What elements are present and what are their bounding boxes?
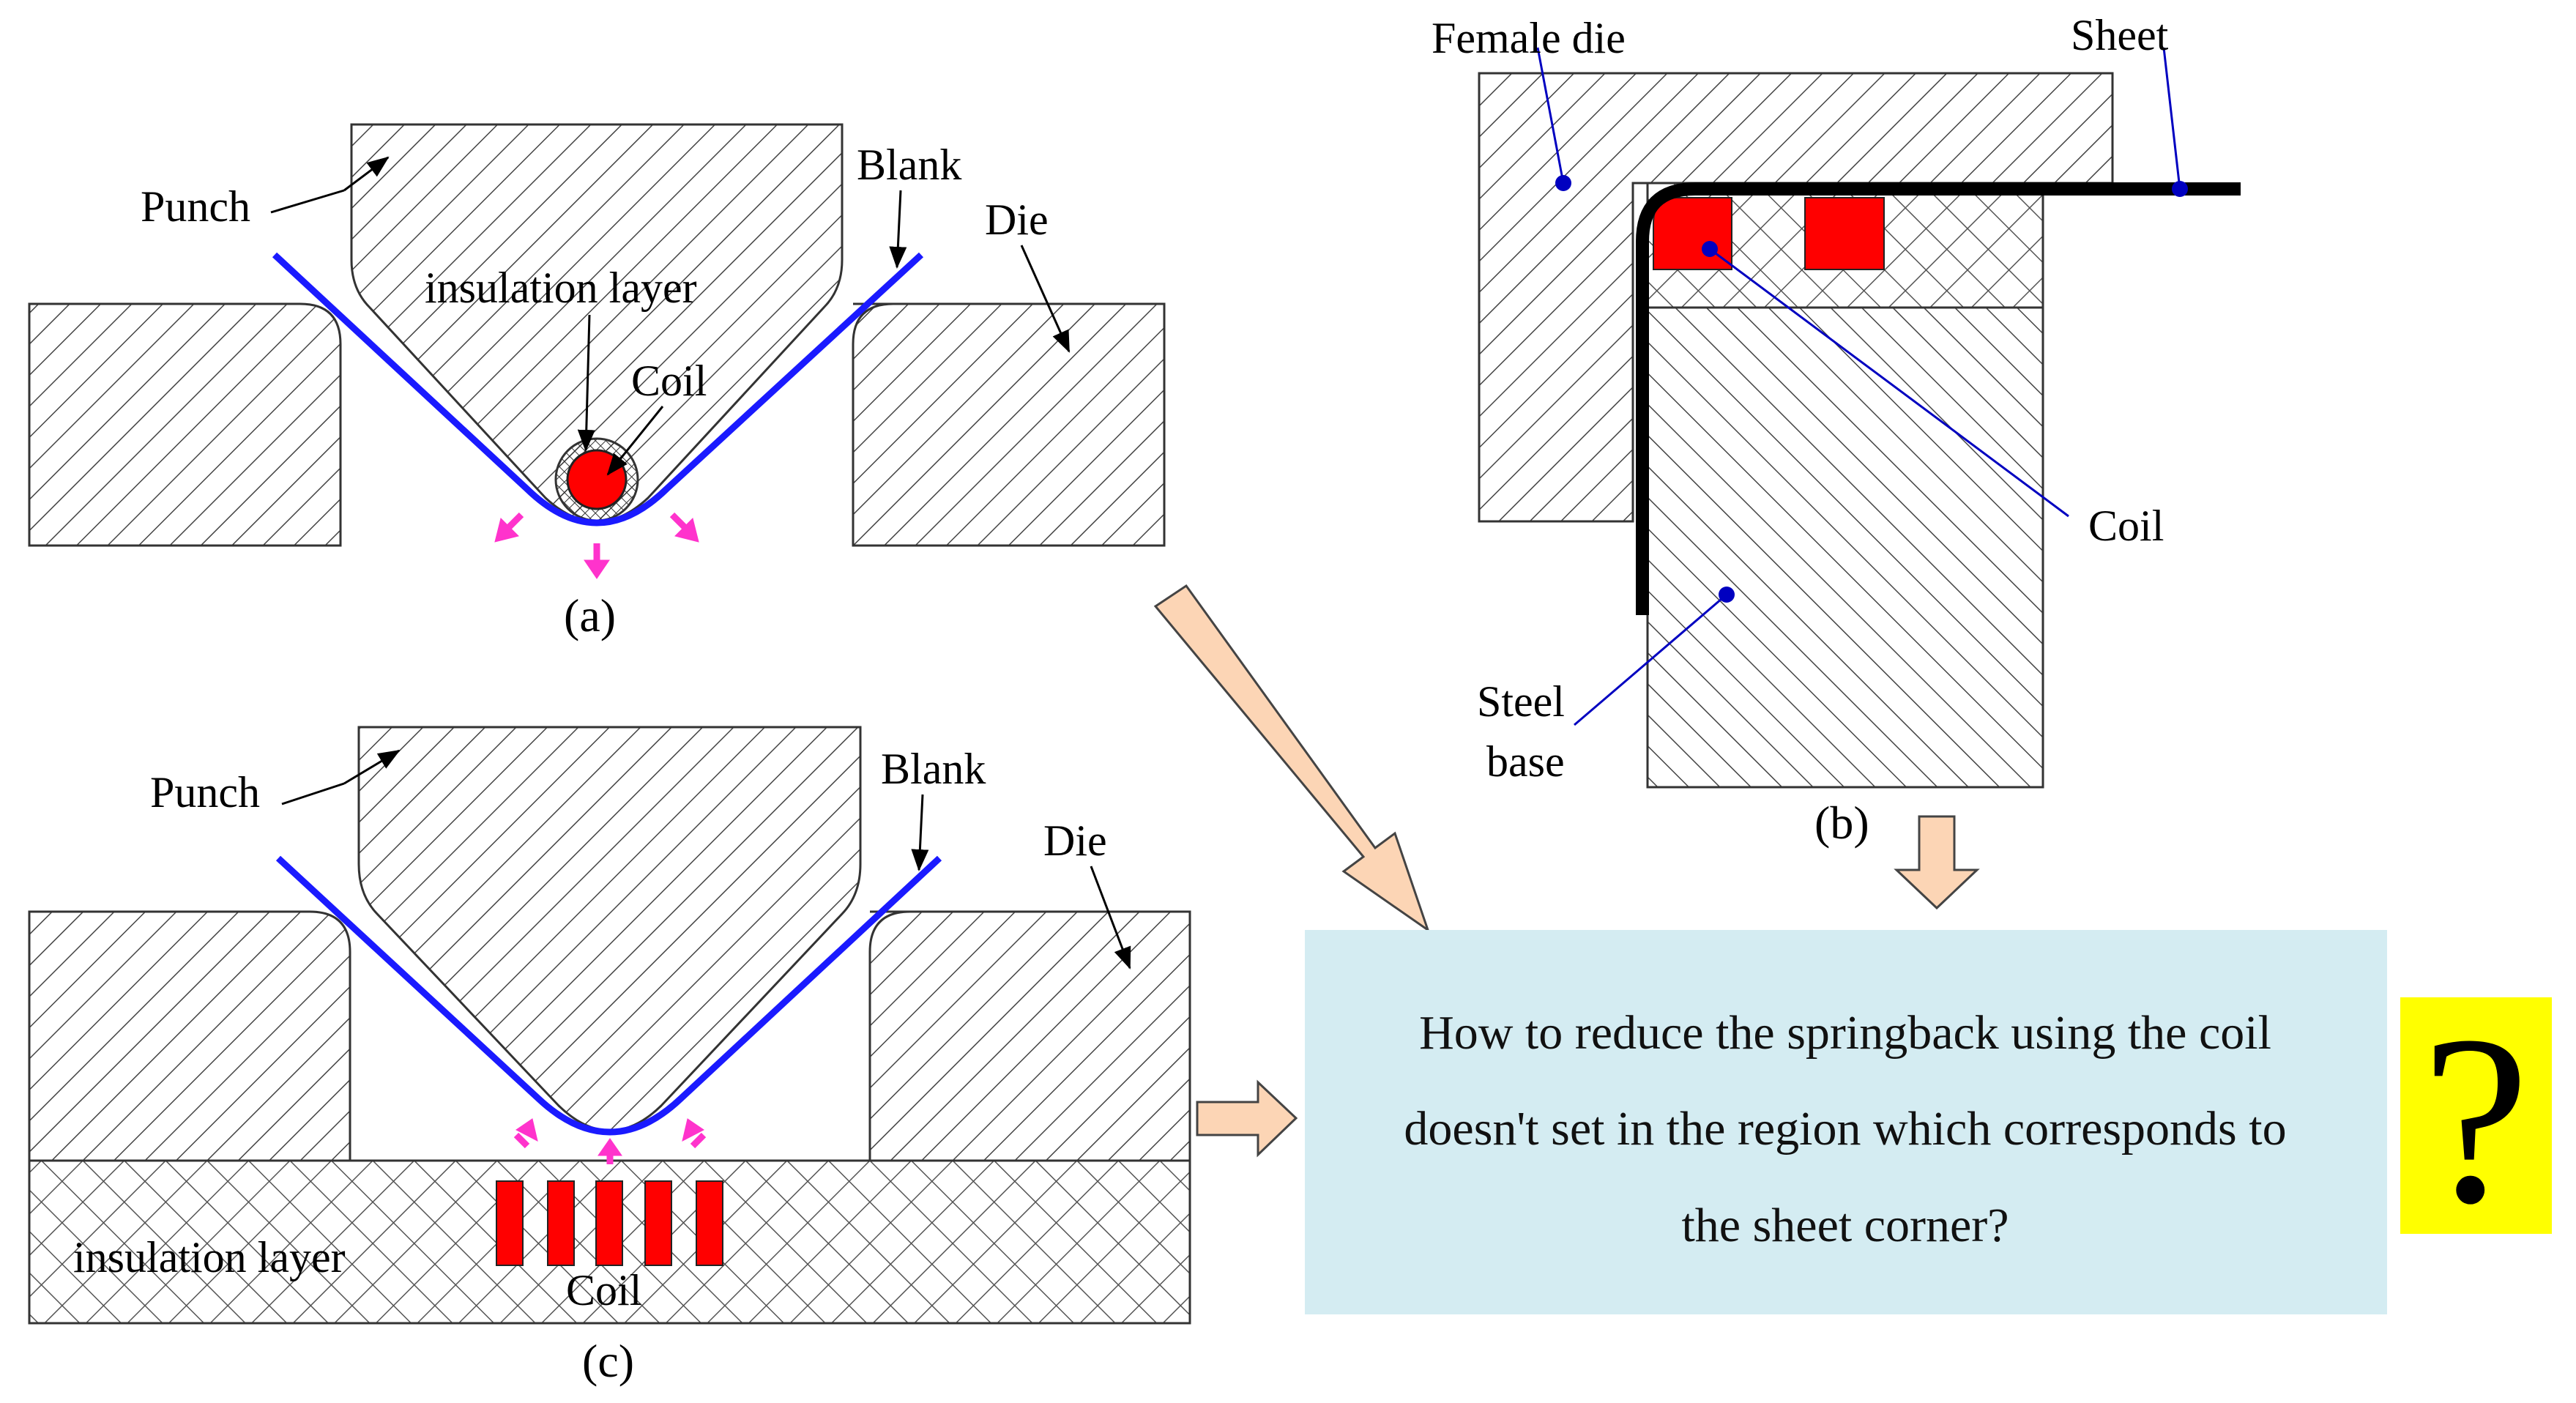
label-die-a: Die bbox=[985, 196, 1049, 244]
label-punch-c: Punch bbox=[150, 768, 260, 816]
label-blank-a: Blank bbox=[857, 141, 961, 189]
die-right-c bbox=[868, 910, 1191, 1162]
label-blank-c: Blank bbox=[881, 745, 986, 793]
leaders-b bbox=[1536, 47, 2181, 726]
female-die-b bbox=[1478, 72, 2114, 523]
label-insulation-a: insulation layer bbox=[425, 264, 697, 312]
question-line-3: the sheet corner? bbox=[1681, 1199, 2009, 1252]
label-female-die-b: Female die bbox=[1432, 14, 1626, 62]
label-coil-b: Coil bbox=[2088, 502, 2164, 550]
arrow-punch-c bbox=[343, 749, 401, 785]
question-line-2: doesn't set in the region which correspo… bbox=[1404, 1102, 2286, 1155]
flow-arrow-a-to-question bbox=[1153, 584, 1430, 933]
arrow-punch-a bbox=[343, 156, 390, 192]
arrow-insulation-a bbox=[577, 314, 595, 452]
arrow-coil-a bbox=[606, 406, 664, 476]
panel-a: Punch Blank Die insulation layer Coil (a… bbox=[28, 123, 1166, 641]
die-left-a bbox=[28, 302, 342, 547]
flow-arrow-b-to-question bbox=[1894, 815, 1980, 910]
label-die-c: Die bbox=[1043, 816, 1107, 865]
force-arrows-a bbox=[494, 512, 699, 579]
label-coil-a: Coil bbox=[631, 357, 707, 405]
caption-b: (b) bbox=[1814, 797, 1869, 849]
steel-base-b bbox=[1646, 306, 2044, 789]
die-right-a bbox=[852, 302, 1166, 547]
coil-second-b bbox=[1804, 197, 1885, 270]
flow-arrow-c-to-question bbox=[1196, 1079, 1298, 1158]
arrow-blank-a bbox=[889, 190, 907, 269]
panel-b: Female die Sheet Coil Steel base (b) bbox=[1432, 11, 2241, 849]
leader-dots-b bbox=[1555, 175, 2188, 603]
label-coil-c: Coil bbox=[566, 1266, 641, 1314]
arrow-die-c bbox=[1090, 866, 1131, 970]
label-punch-a: Punch bbox=[141, 182, 250, 231]
label-sheet-b: Sheet bbox=[2071, 11, 2169, 59]
panel-c: Punch Blank Die insulation layer Coil (c… bbox=[28, 726, 1191, 1387]
force-arrows-c bbox=[513, 1118, 707, 1164]
blank-c bbox=[275, 855, 942, 1136]
punch-c bbox=[357, 726, 862, 1132]
coil-a bbox=[566, 449, 628, 510]
question-mark-box bbox=[2400, 997, 2552, 1234]
question-box bbox=[1305, 930, 2387, 1314]
arrow-die-a bbox=[1020, 245, 1071, 353]
label-steel-b: Steel bbox=[1477, 677, 1565, 726]
question-line-1: How to reduce the springback using the c… bbox=[1419, 1006, 2271, 1060]
label-insulation-c: insulation layer bbox=[73, 1233, 346, 1281]
coils-c bbox=[496, 1180, 723, 1266]
leader-punch-a bbox=[270, 189, 345, 214]
arrow-blank-c bbox=[911, 794, 929, 871]
label-base-b: base bbox=[1486, 737, 1565, 786]
caption-a: (a) bbox=[564, 589, 616, 641]
caption-c: (c) bbox=[582, 1335, 634, 1387]
die-left-c bbox=[28, 910, 351, 1162]
sheet-b bbox=[1636, 182, 2241, 615]
coil-corner-b bbox=[1653, 197, 1732, 270]
question-mark: ? bbox=[2422, 986, 2529, 1254]
leader-punch-c bbox=[281, 782, 345, 805]
blank-a bbox=[272, 252, 924, 526]
